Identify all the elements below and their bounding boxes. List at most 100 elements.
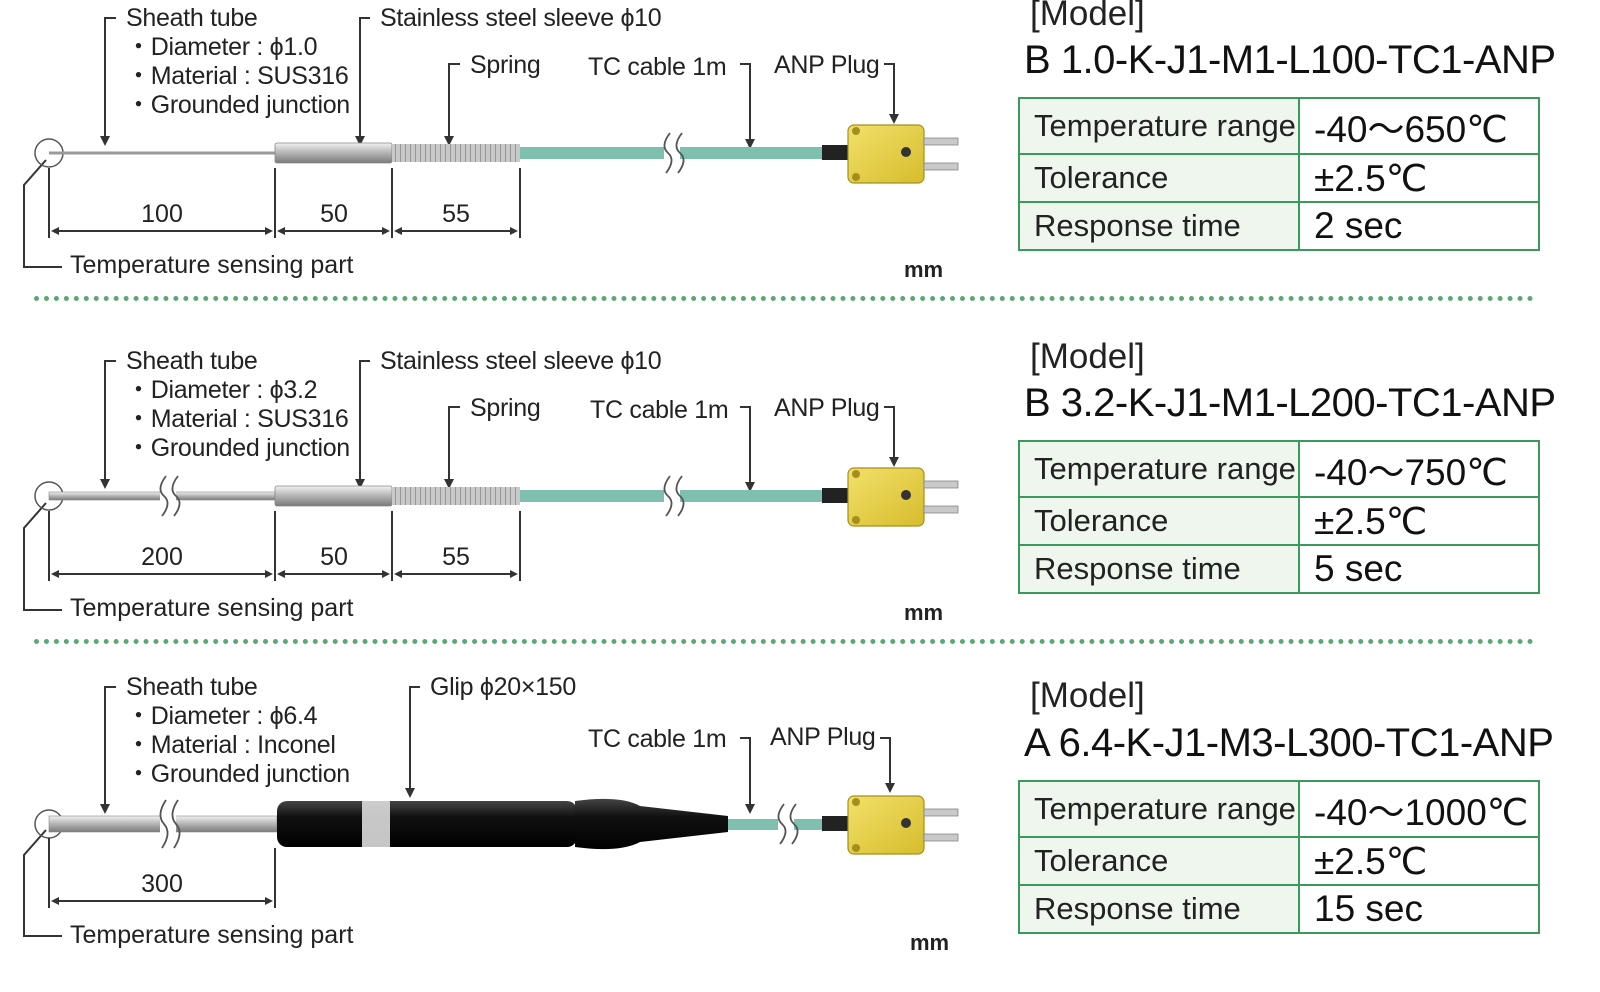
spring-icon	[392, 144, 520, 162]
sheath-diameter: ・Diameter : ϕ6.4	[126, 702, 318, 730]
spec-label: Response time	[1018, 544, 1300, 594]
spec-row-response: Response time 15 sec	[1018, 884, 1540, 934]
plug-leader	[880, 737, 891, 787]
cable-label: TC cable 1m	[590, 396, 729, 424]
probe-section-1: Sheath tube ・Diameter : ϕ1.0 ・Material :…	[0, 0, 1600, 320]
spec-value: 2 sec	[1298, 201, 1540, 251]
spec-label: Tolerance	[1018, 836, 1300, 886]
sheath-callout: Sheath tube ・Diameter : ϕ3.2 ・Material :…	[126, 347, 350, 463]
spec-row-response: Response time 5 sec	[1018, 544, 1540, 594]
sleeve-leader	[359, 17, 370, 140]
plug-label: ANP Plug	[774, 394, 880, 422]
sheath-leader	[104, 17, 116, 140]
probe-diagram-3	[23, 686, 959, 937]
dim-sleeve: 50	[320, 200, 348, 228]
spec-value: ±2.5℃	[1298, 836, 1540, 886]
sensing-leader	[23, 502, 62, 611]
dim-spring: 55	[442, 543, 470, 571]
dim-spring: 55	[442, 200, 470, 228]
break-mark-icon	[777, 803, 799, 845]
grip-label: Glip ϕ20×150	[430, 673, 576, 701]
spring-leader	[448, 63, 460, 140]
section-divider	[34, 639, 1534, 644]
stainless-sleeve	[274, 485, 393, 507]
spec-row-temperature: Temperature range -40～1000℃	[1018, 780, 1540, 838]
spec-value: ±2.5℃	[1298, 153, 1540, 203]
spec-label: Response time	[1018, 884, 1300, 934]
sheath-tube	[49, 151, 275, 155]
spec-value: -40～650℃	[1298, 97, 1540, 155]
model-heading: [Model]	[1030, 337, 1145, 376]
model-heading: [Model]	[1030, 0, 1145, 33]
spec-label: Temperature range	[1018, 780, 1300, 838]
spec-value: ±2.5℃	[1298, 496, 1540, 546]
spec-value: -40～1000℃	[1298, 780, 1540, 838]
anp-plug-icon	[847, 467, 959, 527]
sleeve-label: Stainless steel sleeve ϕ10	[380, 4, 662, 32]
anp-plug-icon	[847, 795, 959, 855]
grip-leader	[409, 686, 420, 792]
spring-leader	[448, 406, 460, 483]
spec-row-response: Response time 2 sec	[1018, 201, 1540, 251]
spec-label: Response time	[1018, 201, 1300, 251]
cable-leader	[740, 737, 751, 808]
cable-label: TC cable 1m	[588, 725, 727, 753]
sensing-leader	[23, 159, 62, 268]
section-divider	[34, 296, 1534, 301]
sheath-title: Sheath tube	[126, 673, 258, 701]
sleeve-leader	[359, 360, 370, 483]
plug-label: ANP Plug	[770, 723, 876, 751]
sleeve-label: Stainless steel sleeve ϕ10	[380, 347, 662, 375]
sheath-callout: Sheath tube ・Diameter : ϕ6.4 ・Material :…	[126, 673, 350, 789]
dim-sheath: 300	[141, 870, 183, 898]
sheath-title: Sheath tube	[126, 4, 258, 32]
sheath-junction: ・Grounded junction	[126, 760, 350, 788]
spec-value: 5 sec	[1298, 544, 1540, 594]
spec-value: -40～750℃	[1298, 440, 1540, 498]
sensing-label: Temperature sensing part	[70, 921, 354, 949]
plug-leader	[884, 406, 895, 461]
break-mark-icon	[663, 475, 685, 517]
probe-diagram-1	[23, 17, 959, 268]
cable-leader	[740, 406, 751, 486]
spring-icon	[392, 487, 520, 505]
spec-row-tolerance: Tolerance ±2.5℃	[1018, 496, 1540, 546]
anp-plug-icon	[847, 124, 959, 184]
sensing-label: Temperature sensing part	[70, 594, 354, 622]
probe-diagram-2	[23, 360, 959, 611]
sheath-title: Sheath tube	[126, 347, 258, 375]
dim-sheath: 100	[141, 200, 183, 228]
spec-label: Temperature range	[1018, 97, 1300, 155]
unit-label: mm	[904, 600, 944, 625]
spec-row-temperature: Temperature range -40～750℃	[1018, 440, 1540, 498]
model-code: B 3.2-K-J1-M1-L200-TC1-ANP	[1024, 381, 1556, 425]
sheath-junction: ・Grounded junction	[126, 91, 350, 119]
break-mark-icon	[159, 475, 181, 517]
unit-label: mm	[910, 930, 950, 955]
break-mark-icon	[159, 799, 181, 849]
model-code: A 6.4-K-J1-M3-L300-TC1-ANP	[1024, 721, 1554, 765]
sheath-callout: Sheath tube ・Diameter : ϕ1.0 ・Material :…	[126, 4, 350, 120]
model-code: B 1.0-K-J1-M1-L100-TC1-ANP	[1024, 38, 1556, 82]
cable-leader	[740, 63, 751, 143]
grip-icon	[277, 798, 728, 850]
spec-table: Temperature range -40～650℃ Tolerance ±2.…	[1018, 97, 1540, 251]
sheath-leader	[104, 360, 116, 483]
probe-section-2: Sheath tube ・Diameter : ϕ3.2 ・Material :…	[0, 337, 1600, 663]
spec-row-tolerance: Tolerance ±2.5℃	[1018, 153, 1540, 203]
dim-sheath: 200	[141, 543, 183, 571]
sheath-leader	[104, 686, 116, 808]
spec-label: Tolerance	[1018, 496, 1300, 546]
spring-label: Spring	[470, 51, 541, 79]
spring-label: Spring	[470, 394, 541, 422]
spec-label: Temperature range	[1018, 440, 1300, 498]
spec-label: Tolerance	[1018, 153, 1300, 203]
cable-label: TC cable 1m	[588, 53, 727, 81]
sensing-label: Temperature sensing part	[70, 251, 354, 279]
sheath-diameter: ・Diameter : ϕ3.2	[126, 376, 318, 404]
plug-leader	[884, 63, 895, 118]
spec-table: Temperature range -40～1000℃ Tolerance ±2…	[1018, 780, 1540, 934]
stainless-sleeve	[274, 142, 393, 164]
sheath-junction: ・Grounded junction	[126, 434, 350, 462]
probe-section-3: Sheath tube ・Diameter : ϕ6.4 ・Material :…	[0, 672, 1600, 992]
